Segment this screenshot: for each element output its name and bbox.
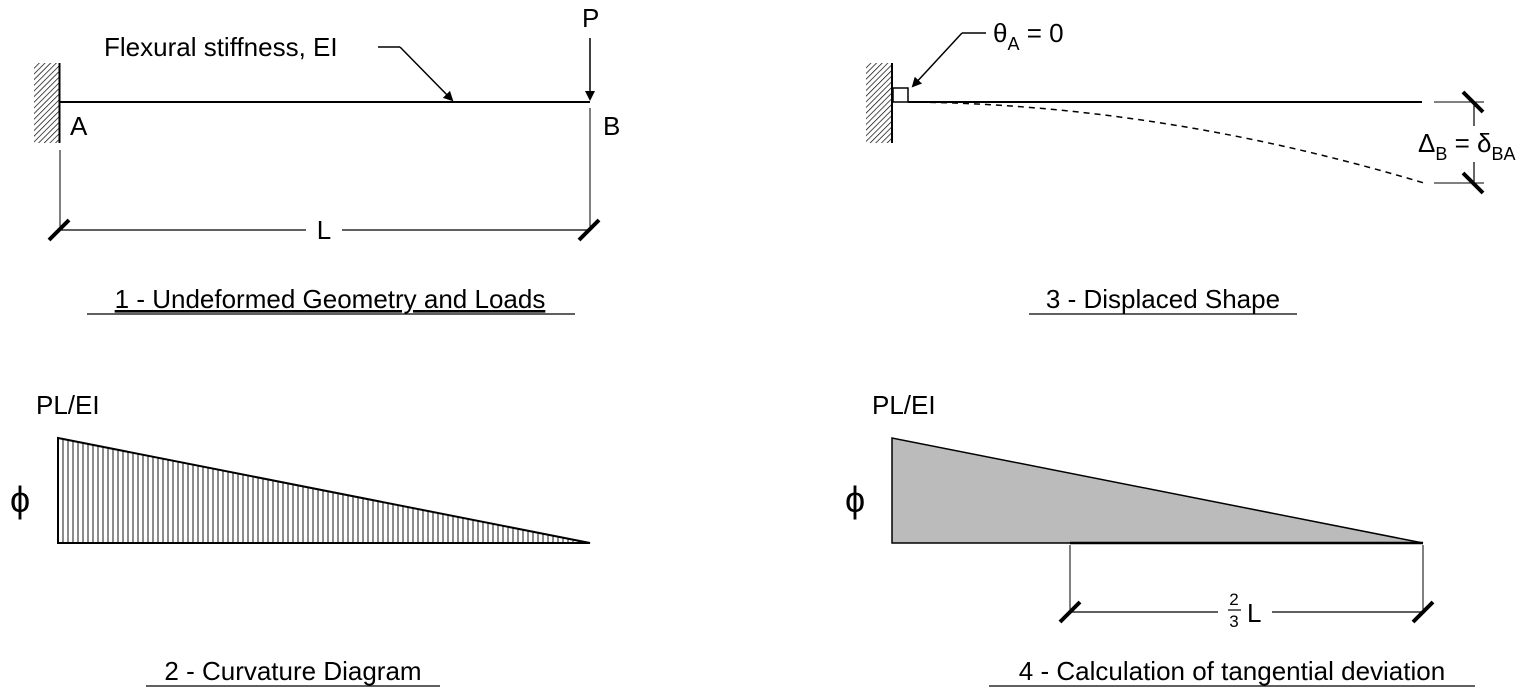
- stiffness-label: Flexural stiffness, EI: [104, 32, 338, 62]
- fraction-denominator: 3: [1229, 612, 1238, 631]
- length-label: L: [317, 215, 331, 245]
- delta-equals: = δ: [1447, 128, 1491, 158]
- theta-subscript: A: [1007, 34, 1019, 54]
- dimension-tick-right: [577, 218, 601, 242]
- panel-displaced-shape: θA = 0 ΔB = δBA 3 - Displaced Shape: [866, 18, 1516, 315]
- curvature-triangle: [57, 436, 591, 544]
- caption-panel-4: 4 - Calculation of tangential deviation: [1019, 656, 1445, 686]
- dimension-tick-23-right: [1411, 600, 1435, 624]
- dimension-tick-left: [47, 218, 71, 242]
- caption-panel-3: 3 - Displaced Shape: [1046, 284, 1280, 314]
- point-b-label: B: [603, 111, 620, 141]
- delta-label: ΔB = δBA: [1418, 128, 1516, 164]
- load-label: P: [582, 3, 599, 33]
- theta-value: = 0: [1019, 18, 1063, 48]
- curvature-hatch-lines: [62, 439, 589, 543]
- caption-panel-2: 2 - Curvature Diagram: [164, 656, 421, 686]
- delta-symbol: Δ: [1418, 128, 1435, 158]
- curvature-axis-symbol-4: ϕ: [845, 479, 865, 520]
- point-a-label: A: [70, 111, 88, 141]
- delta-tick-bottom: [1461, 171, 1485, 195]
- theta-symbol: θ: [993, 18, 1007, 48]
- theta-leader-arrow: [911, 32, 963, 88]
- delta-tick-top: [1461, 90, 1485, 114]
- caption-panel-1: 1 - Undeformed Geometry and Loads: [115, 284, 546, 314]
- fraction-numerator: 2: [1229, 590, 1238, 609]
- theta-label: θA = 0: [993, 18, 1064, 54]
- curvature-axis-symbol: ϕ: [10, 479, 30, 520]
- panel-curvature-diagram: PL/EI ϕ 2 - Curvature Diagram: [10, 390, 591, 687]
- curvature-peak-label: PL/EI: [36, 390, 100, 420]
- deflected-shape-curve: [907, 101, 1425, 184]
- fixed-support-wall-3: [866, 63, 892, 143]
- zero-rotation-marker: [892, 87, 909, 103]
- stiffness-leader-arrow: [399, 46, 454, 102]
- dimension-tick-23-left: [1058, 600, 1082, 624]
- delta-subscript-2: BA: [1492, 144, 1516, 164]
- panel-undeformed-geometry: Flexural stiffness, EI P A B L 1 - Undef…: [34, 3, 620, 315]
- fixed-support-wall-1: [34, 63, 60, 143]
- delta-subscript: B: [1435, 144, 1447, 164]
- curvature-peak-label-4: PL/EI: [872, 390, 936, 420]
- curvature-triangle-filled: [891, 437, 1424, 544]
- length-label-4: L: [1247, 598, 1261, 628]
- panel-tangential-deviation: PL/EI ϕ 2 3 L 4 - Calculation of tangent…: [845, 390, 1475, 687]
